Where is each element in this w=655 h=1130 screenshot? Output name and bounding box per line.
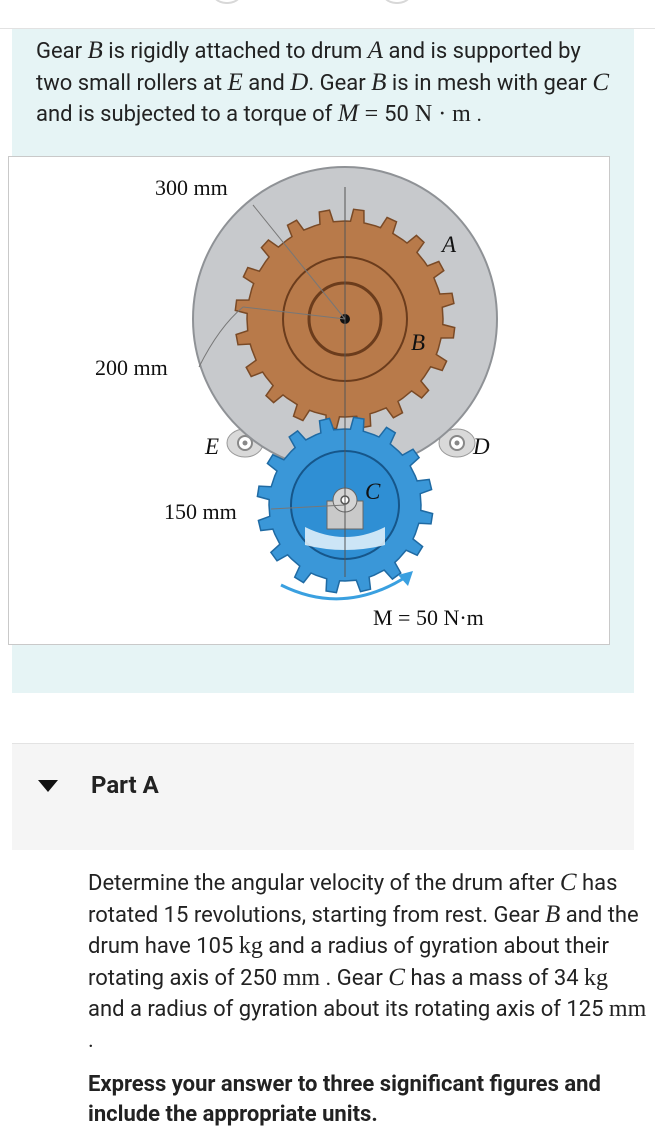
dim-150-label: 150 mm	[164, 499, 237, 524]
problem-statement: Gear B is rigidly attached to drum A and…	[36, 37, 610, 127]
label-E: E	[204, 434, 219, 459]
dim-200-line	[242, 306, 346, 320]
part-a-header[interactable]: Part A	[12, 743, 634, 850]
dim-150-line	[270, 504, 346, 510]
part-title: Part A	[91, 771, 159, 799]
top-arc-left	[210, 0, 244, 4]
label-D: D	[472, 434, 490, 459]
label-A: A	[440, 232, 457, 257]
label-B: B	[411, 330, 425, 355]
caret-down-icon[interactable]	[38, 780, 58, 792]
answer-instruction: Express your answer to three significant…	[88, 1072, 601, 1127]
dim-200-leader	[198, 306, 244, 368]
torque-arrowhead-icon	[398, 571, 413, 586]
torque-label: M = 50 N·m	[373, 605, 484, 630]
torque-arrow-icon	[280, 573, 410, 601]
dim-300-label: 300 mm	[155, 175, 228, 200]
dim-200-label: 200 mm	[95, 355, 168, 380]
label-C: C	[365, 479, 381, 504]
top-bar	[0, 0, 655, 29]
part-a-question: Determine the angular velocity of the dr…	[88, 869, 647, 1053]
gear-drum-figure[interactable]: 300 mm 200 mm 150 mm A B C E D M = 50 N·…	[8, 156, 610, 645]
dim-300-line	[252, 204, 346, 320]
top-arc-right	[380, 0, 414, 4]
gear-drum-diagram: 300 mm 200 mm 150 mm A B C E D M = 50 N·…	[95, 166, 498, 630]
roller-D	[438, 428, 476, 458]
